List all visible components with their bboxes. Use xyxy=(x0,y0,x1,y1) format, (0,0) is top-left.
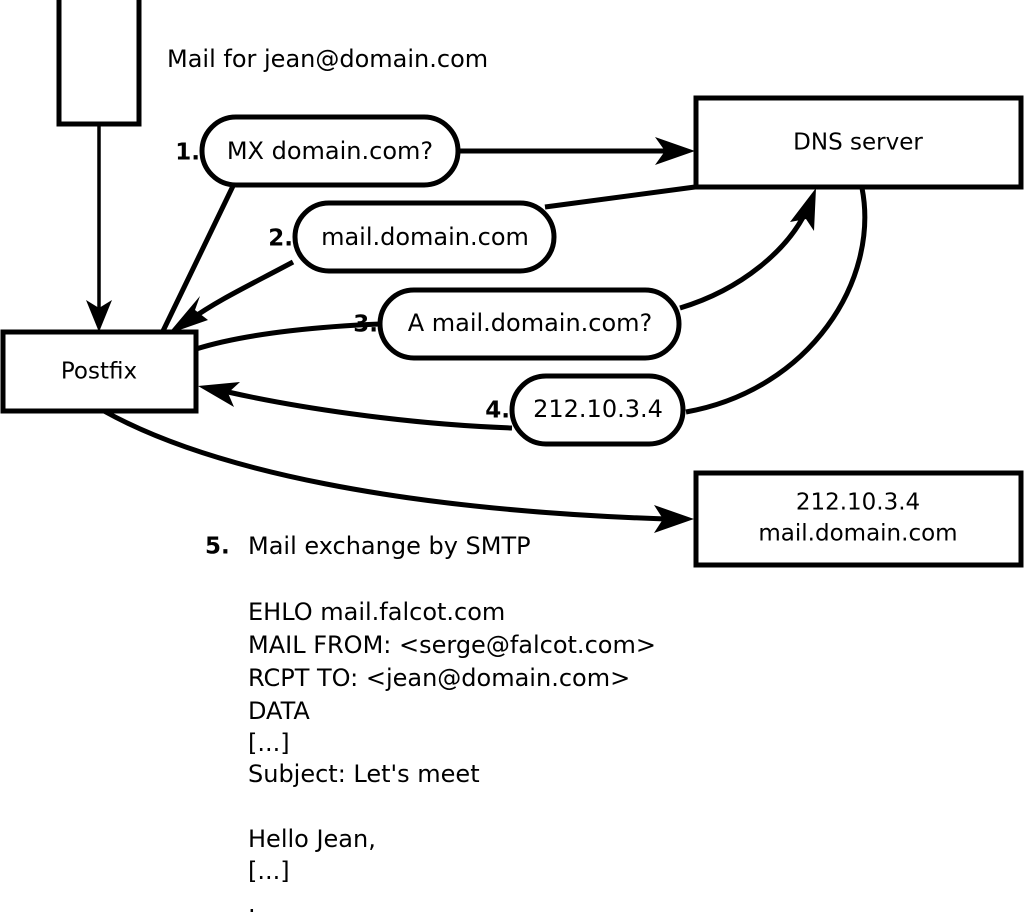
edge-dns-to-answer-balloon xyxy=(544,184,696,210)
postfix-node: Postfix xyxy=(0,329,199,414)
smtp-line-0: EHLO mail.falcot.com xyxy=(248,598,505,626)
step-1-balloon-shape xyxy=(199,114,461,188)
step-2-label: mail.domain.com xyxy=(321,223,529,251)
step-2-number: 2. xyxy=(268,226,293,252)
step-4-balloon-shape xyxy=(509,373,686,447)
dns-server-label: DNS server xyxy=(793,130,923,156)
destination-node: 212.10.3.4 mail.domain.com xyxy=(693,470,1024,568)
smtp-line-3: DATA xyxy=(248,697,310,725)
postfix-box xyxy=(0,329,199,414)
source-box xyxy=(56,0,142,127)
edge-answer-balloon-to-postfix xyxy=(168,259,295,334)
edge-postfix-to-destination xyxy=(102,408,694,533)
step-5-number: 5. xyxy=(205,534,230,560)
smtp-line-2: RCPT TO: <jean@domain.com> xyxy=(248,664,630,692)
smtp-line-7: Hello Jean, xyxy=(248,825,376,853)
step-3-balloon-shape xyxy=(377,287,682,361)
smtp-line-8: [...] xyxy=(248,857,290,885)
step-4-label: 212.10.3.4 xyxy=(533,395,663,423)
step-3-number: 3. xyxy=(353,312,378,338)
edge-source-to-postfix xyxy=(86,124,112,332)
step-1-label: MX domain.com? xyxy=(227,137,433,165)
dns-server-box xyxy=(693,95,1024,190)
destination-box xyxy=(693,470,1024,568)
step-4-balloon: 212.10.3.4 4. xyxy=(485,373,686,447)
edge-postfix-to-mx-balloon xyxy=(160,184,236,333)
step-3-label: A mail.domain.com? xyxy=(408,309,653,337)
mail-for-caption: Mail for jean@domain.com xyxy=(167,45,488,73)
step-1-number: 1. xyxy=(175,140,200,166)
smtp-line-5: Subject: Let's meet xyxy=(248,760,480,788)
edge-a-query-balloon-to-dns xyxy=(679,188,816,311)
edge-postfix-to-a-query-balloon xyxy=(195,321,381,352)
destination-host-label: mail.domain.com xyxy=(758,521,957,547)
step-3-balloon: A mail.domain.com? 3. xyxy=(353,287,682,361)
smtp-line-4: [...] xyxy=(248,729,290,757)
edge-mx-balloon-to-dns xyxy=(458,137,695,165)
smtp-line-9: . xyxy=(248,890,256,918)
edge-dns-to-ip-balloon xyxy=(685,187,868,415)
dns-server-node: DNS server xyxy=(693,95,1024,190)
edge-ip-balloon-to-postfix xyxy=(198,382,513,431)
step-2-balloon-shape xyxy=(292,200,557,274)
step-2-balloon: mail.domain.com 2. xyxy=(268,200,557,274)
step-1-balloon: MX domain.com? 1. xyxy=(175,114,461,188)
step-5-label: Mail exchange by SMTP xyxy=(248,532,531,560)
postfix-label: Postfix xyxy=(61,359,137,385)
step-5-caption: 5. Mail exchange by SMTP xyxy=(205,532,531,560)
smtp-line-1: MAIL FROM: <serge@falcot.com> xyxy=(248,631,656,659)
destination-ip-label: 212.10.3.4 xyxy=(796,490,920,516)
step-4-number: 4. xyxy=(485,398,510,424)
